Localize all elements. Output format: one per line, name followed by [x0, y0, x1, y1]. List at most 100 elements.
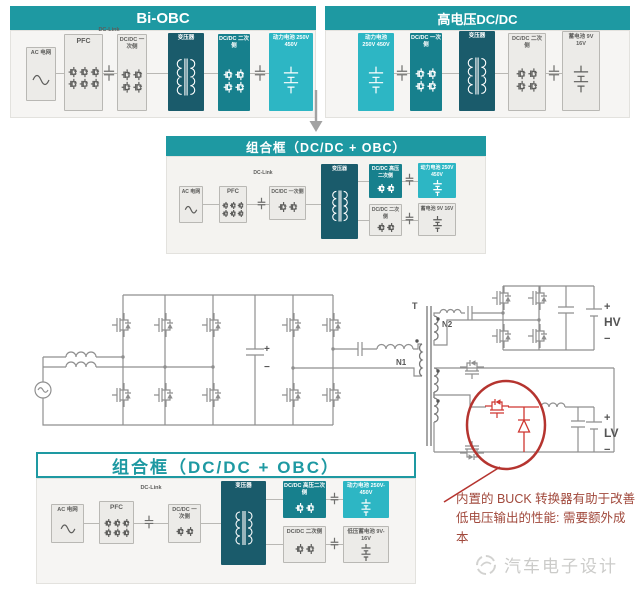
capacitor-icon: [405, 173, 414, 186]
lv-label: LV: [604, 426, 618, 440]
box-ac-grid: AC 电网: [179, 186, 203, 223]
sine-icon: [184, 205, 198, 214]
box-dcdc-primary: DC/DC 一次侧: [269, 186, 306, 220]
box-label: DC/DC 一次侧: [271, 189, 304, 195]
box-label: DC/DC 一次侧: [172, 507, 197, 521]
box-label: AC 电网: [181, 189, 201, 195]
box-dcdc-primary: DC/DC 一次侧: [410, 33, 442, 111]
hv-dcdc-title: 高电压DC/DC: [325, 6, 630, 30]
box-pfc: PFC: [99, 501, 134, 544]
label-n2: N2: [442, 320, 453, 329]
box-label: 变压器: [331, 166, 347, 172]
capacitor-icon: [257, 197, 266, 210]
box-hv-battery: 动力电池 250V 450V: [269, 33, 313, 111]
box-ac-grid: AC 电网: [51, 504, 84, 543]
combo-middle-body: AC 电网 PFC DC-Link DC/DC 一次侧 变压器 DC/DC 高压…: [166, 156, 486, 254]
capacitor-icon: [254, 65, 266, 81]
box-transformer: 变压器: [459, 31, 495, 111]
box-label: PFC: [110, 504, 123, 511]
box-label: 变压器: [177, 35, 195, 41]
dclink-plus: +: [264, 344, 270, 355]
box-dcdc-lv-secondary: DC/DC 二次侧: [369, 204, 402, 236]
hv-minus: −: [604, 333, 610, 345]
box-hv-battery: 动力电池 250V 450V: [418, 163, 456, 198]
sine-icon: [60, 524, 75, 534]
battery-icon: [361, 499, 371, 517]
capacitor-icon: [548, 65, 560, 81]
box-ac-grid: AC 电网: [26, 47, 56, 101]
box-dcdc-primary: DC/DC 一次侧: [168, 504, 201, 543]
box-dcdc-secondary: DC/DC 二次侧: [508, 33, 546, 111]
bi-obc-title: Bi-OBC: [10, 6, 316, 30]
dclink-label: DC-Link: [140, 485, 162, 491]
mosfet-array: [111, 286, 547, 460]
lv-minus: −: [604, 444, 610, 456]
box-pfc: PFC: [64, 34, 103, 111]
transformer-icon: [234, 509, 253, 546]
watermark: 汽车电子设计: [474, 552, 618, 577]
box-label: DC/DC 一次侧: [411, 35, 441, 49]
sine-icon: [32, 74, 50, 85]
box-label: DC/DC 高压二次侧: [284, 483, 325, 497]
bridge-icon: [222, 201, 244, 218]
combo-middle-title: 组合框（DC/DC + OBC）: [166, 136, 486, 156]
box-label: 低压蓄电池 9V-16V: [347, 529, 385, 543]
bridge-icon: [377, 222, 395, 233]
buck-mosfet: [485, 399, 509, 419]
box-lv-battery: 蓄电池 9V 16V: [418, 203, 456, 236]
box-label: 动力电池 250V-450V: [347, 483, 385, 497]
box-label: 变压器: [235, 483, 252, 489]
combo-bottom-body: AC 电网 PFC DC-Link DC/DC 一次侧 变压器 DC/DC 高压…: [36, 478, 416, 584]
capacitor-icon: [396, 65, 408, 81]
battery-icon: [432, 180, 442, 196]
box-label: DC/DC 二次侧: [219, 36, 249, 50]
capacitor-icon: [330, 492, 339, 505]
battery-icon: [432, 215, 442, 232]
capacitor-icon: [330, 537, 339, 550]
hv-plus: +: [604, 301, 610, 313]
box-label: AC 电网: [57, 507, 78, 513]
box-dcdc-hv-secondary: DC/DC 高压二次侧: [283, 481, 326, 518]
box-label: AC 电网: [30, 50, 52, 56]
box-label: DC/DC 二次侧: [512, 36, 542, 50]
box-label: 变压器: [468, 33, 486, 39]
dclink-minus: −: [264, 362, 270, 373]
transformer-icon: [467, 56, 487, 95]
bridge-icon: [68, 65, 100, 91]
bridge-icon: [278, 200, 298, 214]
box-transformer: 变压器: [321, 164, 358, 239]
dclink-label: DC-Link: [98, 27, 120, 33]
box-dcdc-hv-secondary: DC/DC 高压二次侧: [369, 164, 402, 198]
box-label: DC/DC 一次侧: [119, 37, 145, 51]
box-label: PFC: [76, 38, 91, 45]
box-transformer: 变压器: [221, 481, 266, 565]
battery-icon: [283, 66, 299, 95]
watermark-logo-icon: [476, 554, 496, 575]
capacitor-icon: [144, 515, 154, 529]
bridge-icon: [223, 68, 245, 94]
capacitor-icon: [405, 212, 414, 225]
box-transformer: 变压器: [168, 33, 204, 111]
box-label: PFC: [227, 189, 239, 195]
bridge-icon: [415, 67, 437, 93]
hv-label: HV: [604, 315, 621, 329]
box-dcdc-primary: DC/DC 一次侧: [117, 34, 147, 111]
box-label: 动力电池 250V 450V: [362, 35, 390, 49]
box-dcdc-lv-secondary: DC/DC 二次侧: [283, 526, 326, 563]
bridge-icon: [176, 525, 194, 538]
bridge-icon: [121, 68, 143, 94]
box-label: DC/DC 二次侧: [286, 529, 323, 535]
lv-plus: +: [604, 412, 610, 424]
box-lv-battery: 蓄电池 9V 16V: [562, 31, 600, 111]
bi-obc-body: AC 电网 PFC DC-Link DC/DC 一次侧 变压器 DC/DC 二次…: [10, 27, 316, 118]
transformer-icon: [331, 189, 348, 223]
dclink-label: DC-Link: [253, 170, 273, 176]
box-label: DC/DC 二次侧: [371, 207, 400, 220]
box-label: 动力电池 250V 450V: [272, 35, 310, 49]
hv-dcdc-body: 动力电池 250V 450V DC/DC 一次侧 变压器 DC/DC 二次侧 蓄…: [325, 30, 630, 118]
highlight-circle: [465, 379, 547, 471]
box-label: 蓄电池 9V 16V: [568, 34, 594, 48]
label-n1: N1: [396, 358, 407, 367]
box-hv-battery: 动力电池 250V-450V: [343, 481, 389, 518]
box-label: 动力电池 250V 450V: [420, 165, 454, 178]
